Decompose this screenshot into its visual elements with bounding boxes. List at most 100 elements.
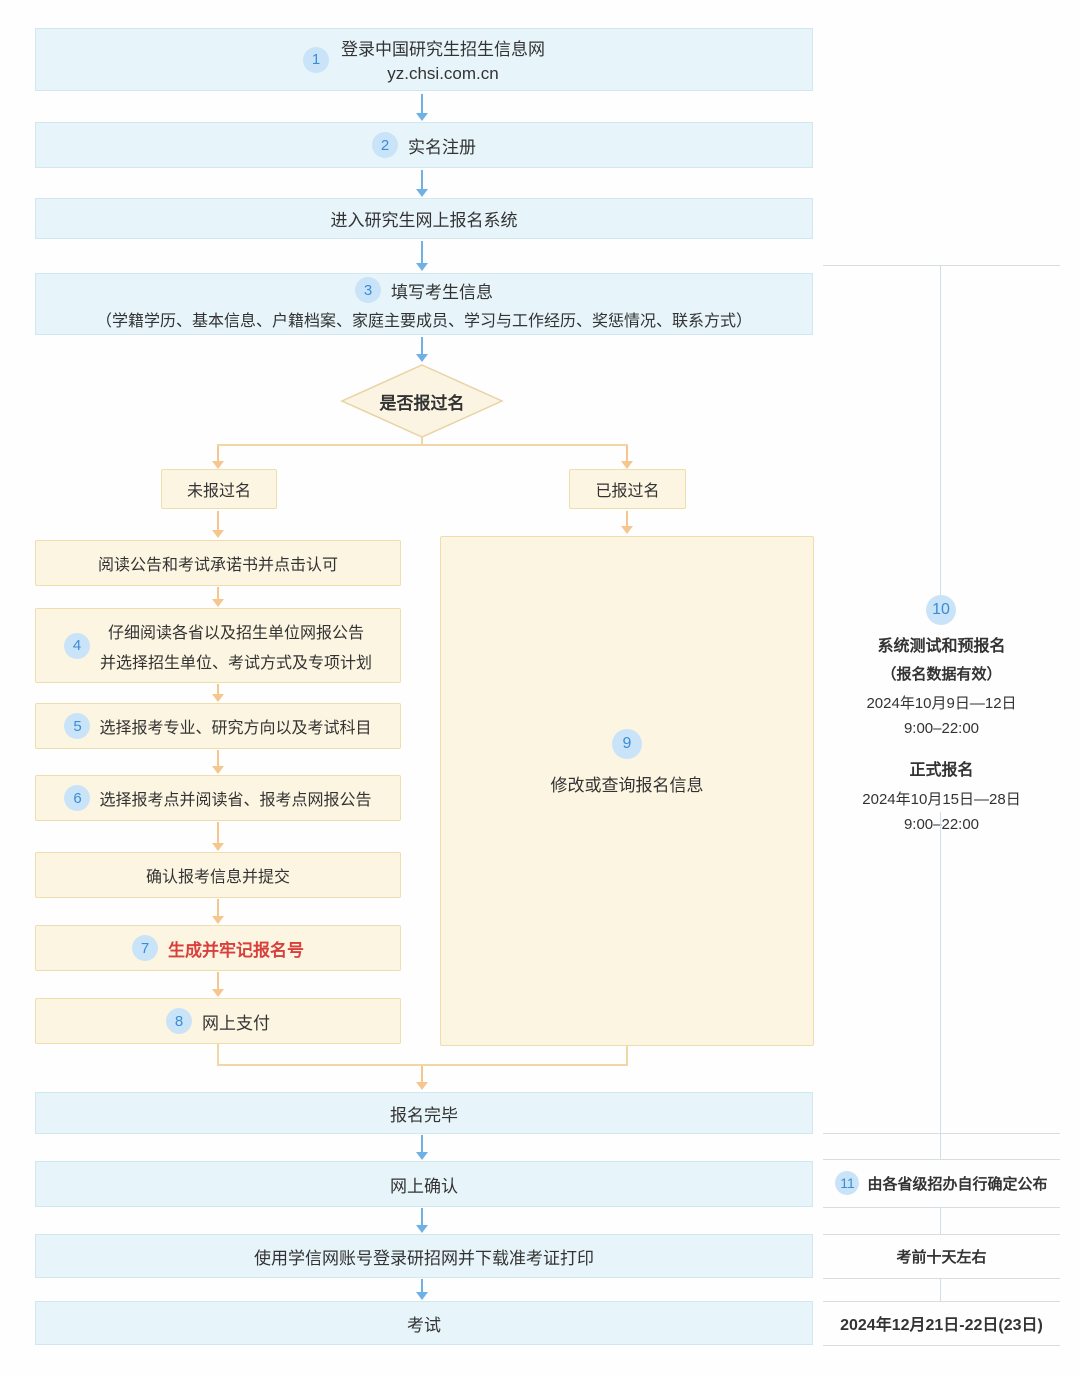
step-read-province-line1: 仔细阅读各省以及招生单位网报公告: [107, 624, 364, 642]
connector-line: [217, 1044, 219, 1065]
done-label: 报名完毕: [390, 1105, 458, 1125]
step-number-badge: 5: [64, 713, 91, 739]
flow-arrow-down: [416, 94, 428, 121]
connector-line: [940, 1207, 941, 1234]
step-fill-info-detail: （学籍学历、基本信息、户籍档案、家庭主要成员、学习与工作经历、奖惩情况、联系方式…: [95, 313, 752, 330]
step-enter-system-label: 进入研究生网上报名系统: [330, 211, 518, 230]
decision-label: 是否报过名: [379, 393, 465, 413]
confirm-label: 网上确认: [390, 1176, 458, 1196]
flow-arrow-down: [621, 446, 633, 469]
step-confirm-submit-label: 确认报考信息并提交: [145, 869, 290, 886]
step-number-badge: 3: [355, 277, 381, 303]
flow-arrow-down: [416, 241, 428, 271]
divider-line: [823, 1278, 1060, 1279]
connector-line: [940, 1278, 941, 1301]
flow-arrow-down: [212, 587, 224, 607]
exam-box: 考试: [35, 1301, 813, 1345]
step-number-badge: 11: [835, 1171, 860, 1195]
step-reg-number-label: 生成并牢记报名号: [168, 940, 304, 960]
flow-arrow-down: [212, 684, 224, 702]
flow-arrow-down: [212, 899, 224, 924]
confirm-schedule-row: 11 由各省级招办自行确定公布: [823, 1159, 1060, 1207]
divider-line: [823, 1159, 1060, 1160]
step-login-url: yz.chsi.com.cn: [387, 64, 499, 83]
pre-registration-date: 2024年10月9日—12日: [866, 695, 1017, 712]
flow-arrow-down: [212, 511, 224, 538]
formal-registration-date: 2024年10月15日—28日: [862, 791, 1021, 808]
connector-line: [421, 437, 423, 445]
step-reg-number-box: 7 生成并牢记报名号: [35, 925, 401, 971]
flow-arrow-down: [621, 511, 633, 534]
flow-arrow-down: [416, 1208, 428, 1233]
schedule-title: 系统测试和预报名: [877, 638, 1006, 655]
step-login-box: 1 登录中国研究生招生信息网 yz.chsi.com.cn: [35, 28, 813, 91]
step-read-notice-label: 阅读公告和考试承诺书并点击认可: [97, 557, 338, 574]
connector-line: [940, 265, 941, 595]
flow-arrow-down: [212, 446, 224, 469]
connector-line: [940, 812, 941, 1133]
step-fill-info-label: 填写考生信息: [391, 282, 493, 302]
step-confirm-submit-box: 确认报考信息并提交: [35, 852, 401, 898]
download-schedule-row: 考前十天左右: [823, 1234, 1060, 1278]
modify-query-box: 9 修改或查询报名信息: [440, 536, 814, 1046]
flow-arrow-down: [212, 972, 224, 997]
step-number-badge: 10: [926, 595, 956, 625]
modify-query-label: 修改或查询报名信息: [550, 775, 704, 795]
step-number-badge: 2: [372, 132, 398, 158]
step-register-label: 实名注册: [408, 137, 476, 157]
pre-registration-time: 9:00–22:00: [903, 720, 980, 737]
step-enter-system-box: 进入研究生网上报名系统: [35, 198, 813, 239]
confirm-box: 网上确认: [35, 1161, 813, 1207]
step-register-box: 2 实名注册: [35, 122, 813, 168]
branch-not-registered-label: 未报过名: [186, 483, 251, 500]
step-choose-site-box: 6 选择报考点并阅读省、报考点网报公告: [35, 775, 401, 821]
step-number-badge: 7: [132, 935, 158, 961]
done-box: 报名完毕: [35, 1092, 813, 1134]
exam-date-label: 2024年12月21日-22日(23日): [840, 1317, 1043, 1334]
divider-line: [823, 1345, 1060, 1346]
schedule-subtitle: （报名数据有效）: [881, 666, 1002, 683]
step-read-province-line2: 并选择招生单位、考试方式及专项计划: [99, 654, 372, 672]
step-number-badge: 8: [166, 1008, 192, 1034]
flow-arrow-down: [416, 1135, 428, 1160]
flow-arrow-down: [212, 822, 224, 851]
step-read-notice-box: 阅读公告和考试承诺书并点击认可: [35, 540, 401, 586]
flow-arrow-down: [212, 750, 224, 774]
connector-line: [626, 1046, 628, 1065]
exam-label: 考试: [407, 1315, 441, 1335]
step-fill-info-box: 3 填写考生信息 （学籍学历、基本信息、户籍档案、家庭主要成员、学习与工作经历、…: [35, 273, 813, 335]
divider-line: [823, 1207, 1060, 1208]
step-number-badge: 6: [64, 785, 91, 811]
step-choose-major-label: 选择报考专业、研究方向以及考试科目: [99, 720, 372, 737]
download-box: 使用学信网账号登录研招网并下载准考证打印: [35, 1234, 813, 1278]
download-label: 使用学信网账号登录研招网并下载准考证打印: [254, 1248, 594, 1268]
flow-arrow-down: [416, 170, 428, 197]
branch-registered-label: 已报过名: [595, 483, 660, 500]
connector-line: [217, 1064, 628, 1066]
divider-line: [823, 265, 1060, 266]
step-pay-label: 网上支付: [202, 1013, 270, 1033]
step-number-badge: 4: [63, 632, 90, 659]
connector-line: [217, 444, 628, 446]
flow-arrow-down: [416, 1066, 428, 1090]
formal-registration-time: 9:00–22:00: [903, 816, 980, 833]
schedule-note: 系统测试和预报名 （报名数据有效） 2024年10月9日—12日 9:00–22…: [823, 632, 1060, 833]
step-login-label: 登录中国研究生招生信息网: [341, 40, 545, 59]
decision-diamond: 是否报过名: [340, 363, 504, 439]
flow-arrow-down: [416, 337, 428, 362]
download-schedule-label: 考前十天左右: [896, 1248, 987, 1266]
divider-line: [823, 1234, 1060, 1235]
formal-registration-title: 正式报名: [909, 762, 974, 779]
step-read-province-box: 4 仔细阅读各省以及招生单位网报公告 并选择招生单位、考试方式及专项计划: [35, 608, 401, 683]
step-number-badge: 9: [612, 728, 642, 759]
branch-registered: 已报过名: [569, 469, 686, 509]
step-pay-box: 8 网上支付: [35, 998, 401, 1044]
step-choose-major-box: 5 选择报考专业、研究方向以及考试科目: [35, 703, 401, 749]
connector-line: [940, 1133, 941, 1159]
step-choose-site-label: 选择报考点并阅读省、报考点网报公告: [99, 792, 372, 809]
step-number-badge: 1: [303, 46, 329, 73]
branch-not-registered: 未报过名: [161, 469, 277, 509]
divider-line: [823, 1301, 1060, 1302]
confirm-schedule-label: 由各省级招办自行确定公布: [867, 1175, 1048, 1193]
